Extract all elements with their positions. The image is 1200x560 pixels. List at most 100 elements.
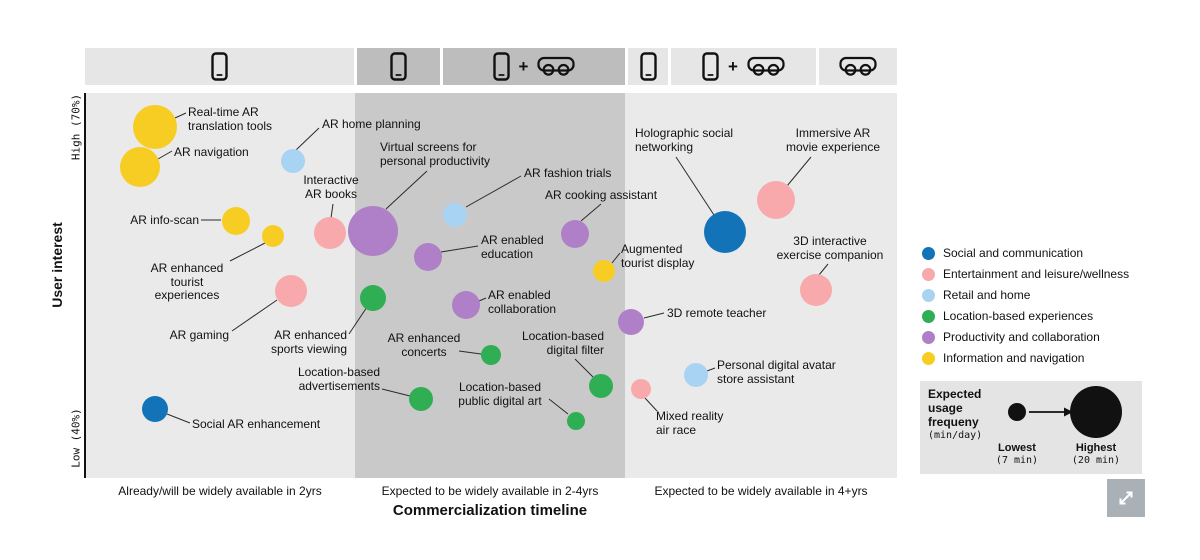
device-header-segment: + [671,48,816,85]
plus-icon: + [518,57,529,76]
chart-bubble [704,211,746,253]
bubble-label: Social AR enhancement [192,417,321,431]
timeline-zone-label: Already/will be widely available in 2yrs [118,484,322,498]
chart-bubble [409,387,433,411]
legend-color-dot [922,309,935,323]
bubble-label: 3D remote teacher [667,306,767,320]
lowest-value: (7 min) [995,455,1039,466]
device-header-segment [357,48,440,85]
chart-bubble [561,220,589,248]
device-header-segment: + [443,48,625,85]
chart-bubble [142,396,168,422]
device-header-segment [628,48,668,85]
phone-icon [390,52,407,81]
legend-color-dot [922,267,935,281]
lowest-usage-circle [1008,403,1026,421]
glasses-icon [839,56,877,77]
legend-item: Information and navigation [922,351,1129,365]
timeline-zone [625,93,897,478]
glasses-icon [537,56,576,77]
legend-color-dot [922,288,935,302]
legend-color-dot [922,246,935,260]
highest-usage-circle [1070,386,1122,438]
device-header-segment [819,48,897,85]
bubble-label: AR gaming [169,328,229,342]
legend-item-label: Location-based experiences [943,309,1094,323]
glasses-icon [747,56,785,77]
bubble-label: AR navigation [174,145,249,159]
chart-bubble [800,274,832,306]
expand-button[interactable] [1107,479,1145,517]
bubble-label: AR home planning [322,117,421,131]
phone-icon [211,52,228,81]
device-header-segment [85,48,354,85]
chart-bubble [314,217,346,249]
legend-item: Location-based experiences [922,309,1129,323]
chart-bubble [360,285,386,311]
legend-color-dot [922,351,935,365]
chart-bubble [589,374,613,398]
chart-bubble [281,149,305,173]
legend-item: Entertainment and leisure/wellness [922,267,1129,281]
chart-bubble [262,225,284,247]
legend-item-label: Social and communication [943,246,1084,260]
legend-item-label: Entertainment and leisure/wellness [943,267,1130,281]
chart-bubble [120,147,160,187]
chart-bubble [348,206,398,256]
chart-bubble [593,260,615,282]
chart-bubble [757,181,795,219]
chart-bubble [452,291,480,319]
chart-bubble [481,345,501,365]
chart-bubble [222,207,250,235]
y-axis-line [84,93,86,478]
legend-item-label: Retail and home [943,288,1031,302]
usage-legend-unit: (min/day) [928,430,983,441]
y-axis-low-label: Low (40%) [69,408,83,468]
x-axis-title: Commercialization timeline [392,502,588,519]
timeline-zone-label: Expected to be widely available in 2-4yr… [381,484,599,498]
highest-label: Highest [1075,442,1117,454]
chart-bubble [684,363,708,387]
phone-icon [702,52,719,81]
y-axis-high-label: High (70%) [69,93,83,161]
y-axis-title: User interest [49,222,65,308]
legend-item-label: Information and navigation [943,351,1085,365]
legend-item: Social and communication [922,246,1129,260]
phone-icon [492,52,510,81]
expand-arrows-icon [1119,491,1133,505]
usage-frequency-legend: Expected usage frequeny (min/day) Lowest… [920,381,1142,474]
chart-bubble [443,203,467,227]
legend-item-label: Productivity and collaboration [943,330,1100,344]
chart-bubble [631,379,651,399]
chart-bubble [414,243,442,271]
legend-item: Retail and home [922,288,1129,302]
chart-bubble [133,105,177,149]
arrow-right-icon [1029,407,1073,417]
bubble-label: AR fashion trials [524,166,612,180]
usage-legend-title: Expected usage frequeny [928,387,982,429]
plus-icon: + [728,57,738,76]
highest-value: (20 min) [1071,455,1121,466]
legend-color-dot [922,330,935,344]
bubble-label: AR info-scan [130,213,199,227]
chart-bubble [618,309,644,335]
legend-item: Productivity and collaboration [922,330,1129,344]
chart-bubble [567,412,585,430]
